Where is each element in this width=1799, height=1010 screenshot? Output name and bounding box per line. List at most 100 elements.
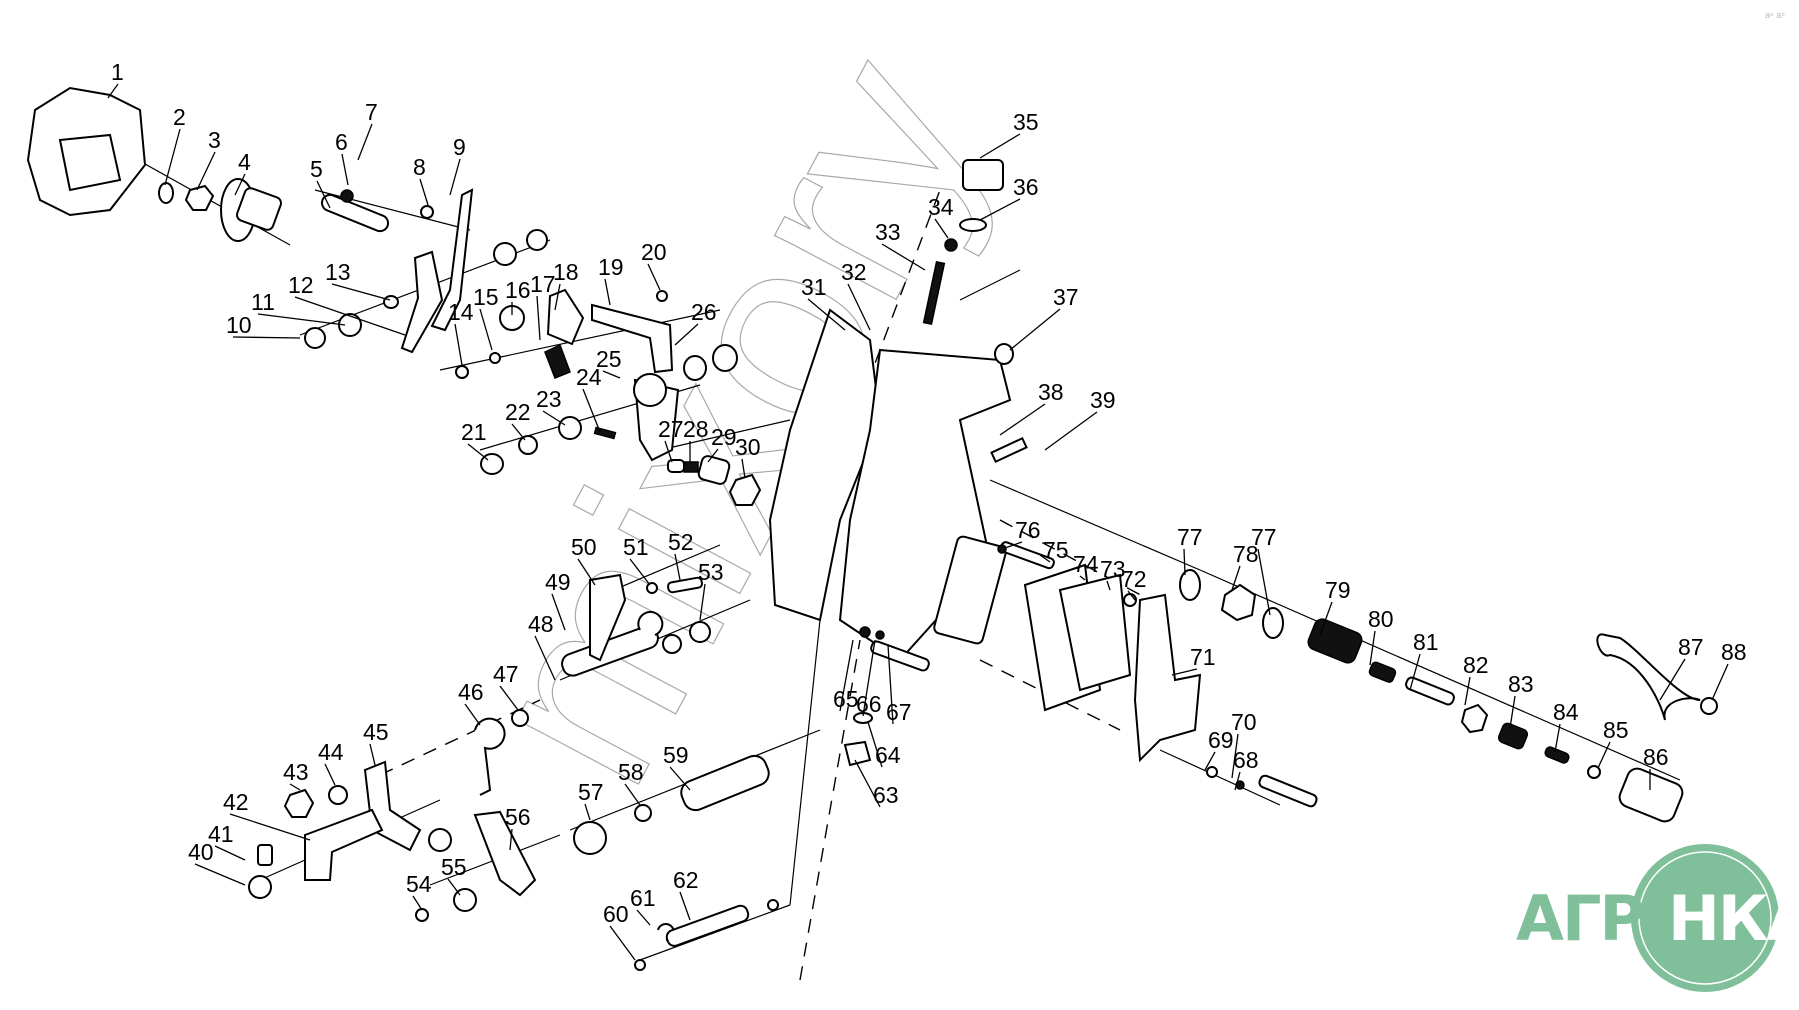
part-76-washer <box>997 544 1007 554</box>
callout-leader-35 <box>979 133 1021 159</box>
part-1-housing-face <box>58 133 122 192</box>
part-83-bushing <box>1497 722 1529 750</box>
callout-label-17: 17 <box>530 271 556 297</box>
part-ring-62 <box>767 899 779 911</box>
callout-leader-63 <box>854 759 881 808</box>
part-14-screw <box>455 365 469 379</box>
callout-label-80: 80 <box>1368 606 1394 632</box>
callout-leader-82 <box>1464 676 1471 706</box>
callout-label-20: 20 <box>641 239 667 265</box>
part-20-screw <box>656 290 668 302</box>
callout-leader-85 <box>1597 741 1611 769</box>
callout-label-25: 25 <box>596 346 622 372</box>
callout-leader-31 <box>807 298 846 331</box>
callout-leader-61 <box>636 909 651 926</box>
callout-leader-33 <box>881 243 926 271</box>
callout-label-55: 55 <box>441 854 467 880</box>
callout-leader-62 <box>679 891 691 921</box>
callout-label-73: 73 <box>1100 556 1126 582</box>
callout-leader-68 <box>1234 771 1241 791</box>
logo-text-right: НКА <box>1668 882 1799 955</box>
callout-label-22: 22 <box>505 399 531 425</box>
callout-label-30: 30 <box>735 434 761 460</box>
callout-leader-19 <box>604 278 611 306</box>
logo-text-left: АГРО <box>1516 882 1694 955</box>
callout-leader-41 <box>214 845 246 861</box>
part-53-ring <box>689 621 711 643</box>
callout-label-4: 4 <box>238 149 251 175</box>
part-79-plunger <box>1307 618 1363 664</box>
callout-leader-43 <box>289 783 301 791</box>
callout-label-83: 83 <box>1508 671 1534 697</box>
callout-leader-30 <box>741 458 746 479</box>
part-3-nut <box>184 184 215 211</box>
callout-label-46: 46 <box>458 679 484 705</box>
part-50-fork <box>589 573 627 662</box>
callout-leader-87 <box>1659 658 1686 701</box>
part-70-washer <box>1206 766 1218 778</box>
callout-leader-29 <box>707 448 719 463</box>
part-22-bushing <box>518 435 538 455</box>
callout-label-45: 45 <box>363 719 389 745</box>
part-4-sleeve <box>236 187 282 231</box>
callout-leader-70 <box>1231 733 1239 779</box>
callout-leader-4 <box>234 173 246 196</box>
part-arm-boss <box>633 373 667 407</box>
callout-leader-77 <box>1257 548 1271 616</box>
callout-label-77: 77 <box>1177 524 1203 550</box>
callout-label-8: 8 <box>413 154 426 180</box>
part-78-nut <box>1220 583 1257 622</box>
callout-leader-69 <box>1204 751 1216 771</box>
part-6-pin <box>340 189 354 203</box>
callout-leader-5 <box>316 180 331 209</box>
part-60-washer <box>634 959 646 971</box>
callout-leader-44 <box>324 763 336 786</box>
callout-label-66: 66 <box>856 691 882 717</box>
part-31-gasket <box>768 308 882 622</box>
callout-label-21: 21 <box>461 419 487 445</box>
callout-label-18: 18 <box>553 259 579 285</box>
callout-leader-2 <box>164 128 181 186</box>
callout-label-77: 77 <box>1251 524 1277 550</box>
callout-leader-54 <box>412 895 423 911</box>
part-washer-upper-a <box>493 242 517 266</box>
callout-leader-15 <box>479 308 493 351</box>
callout-label-76: 76 <box>1015 517 1041 543</box>
callout-leader-13 <box>331 283 391 301</box>
callout-leader-32 <box>847 283 871 331</box>
part-9-lever <box>430 188 474 332</box>
corner-mark: a⁶ a⁶ <box>1765 10 1785 20</box>
callout-leader-18 <box>554 283 561 311</box>
callout-leader-64 <box>867 721 883 768</box>
part-82-nut <box>1460 703 1489 734</box>
part-67-bolt <box>870 640 930 672</box>
callout-leader-10 <box>232 336 301 339</box>
callout-label-23: 23 <box>536 386 562 412</box>
callout-leader-24 <box>582 388 601 433</box>
callout-label-84: 84 <box>1553 699 1579 725</box>
part-51-ring <box>646 582 658 594</box>
callout-label-34: 34 <box>928 194 954 220</box>
part-59-shaft <box>680 754 770 812</box>
part-63-fitting <box>843 740 872 767</box>
callout-label-71: 71 <box>1190 644 1216 670</box>
callout-label-2: 2 <box>173 104 186 130</box>
part-11-washer <box>338 313 362 337</box>
callout-label-82: 82 <box>1463 652 1489 678</box>
callout-label-49: 49 <box>545 569 571 595</box>
part-38-plate <box>990 436 1028 464</box>
part-bushing <box>712 344 738 372</box>
callout-leader-58 <box>624 783 641 806</box>
callout-leader-59 <box>669 766 691 791</box>
callout-label-63: 63 <box>873 782 899 808</box>
callout-label-85: 85 <box>1603 717 1629 743</box>
part-8-nut <box>420 205 434 219</box>
callout-leader-53 <box>699 583 706 621</box>
part-17-spring <box>544 343 571 379</box>
callout-leader-71 <box>1171 668 1198 676</box>
callout-label-50: 50 <box>571 534 597 560</box>
part-77-ring-a <box>1179 569 1201 601</box>
callout-leader-83 <box>1509 695 1516 729</box>
callout-leader-8 <box>419 178 429 206</box>
